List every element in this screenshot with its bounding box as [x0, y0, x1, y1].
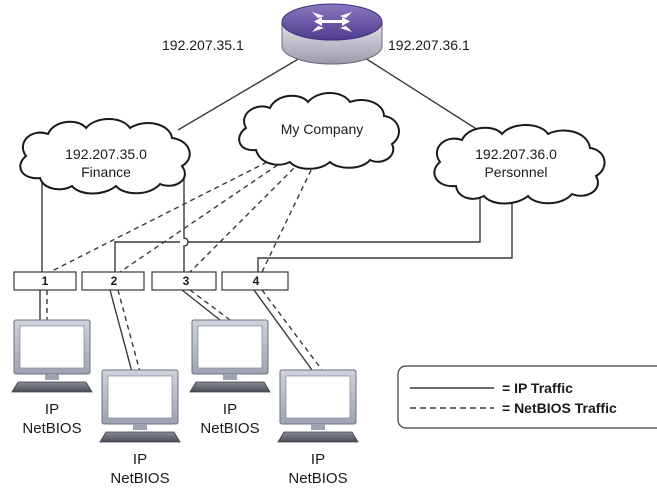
- keyboard-icon: [189, 381, 271, 393]
- monitor-icon: [13, 319, 91, 380]
- monitor-icon: [279, 369, 357, 430]
- port-4[interactable]: 4: [221, 271, 289, 291]
- company-port3-nb: [189, 161, 301, 273]
- computer-4-line2: NetBIOS: [288, 470, 347, 487]
- computer-2-line1: IP: [133, 451, 147, 468]
- router-personnel-link: [364, 57, 479, 131]
- company-port2-nb: [119, 159, 286, 273]
- p4-pc4-ip: [253, 289, 313, 371]
- computer-3-line2: NetBIOS: [200, 420, 259, 437]
- finance-port3-link: [183, 178, 189, 272]
- personnel-cloud[interactable]: 192.207.36.0 Personnel: [433, 124, 606, 205]
- personnel-port2-link: [114, 190, 481, 272]
- port-2[interactable]: 2: [81, 271, 145, 291]
- p3-pc3-ip: [181, 289, 221, 321]
- finance-cloud-ip: 192.207.35.0: [65, 146, 147, 162]
- router-right-ip: 192.207.36.1: [388, 37, 470, 53]
- personnel-cloud-ip: 192.207.36.0: [475, 146, 557, 162]
- computer-4-line1: IP: [311, 451, 325, 468]
- company-port1-nb: [49, 157, 276, 273]
- keyboard-icon: [277, 431, 359, 443]
- p2-pc2-ip: [109, 289, 133, 373]
- computer-3[interactable]: IP NetBIOS: [189, 319, 271, 437]
- computer-1[interactable]: IP NetBIOS: [11, 319, 93, 437]
- p3-pc3-nb: [189, 289, 231, 321]
- switch-ports: 1 2 3 4: [13, 271, 289, 291]
- personnel-port4-link: [257, 190, 513, 272]
- computer-1-line1: IP: [45, 401, 59, 418]
- company-cloud-name: My Company: [281, 121, 363, 137]
- port-3[interactable]: 3: [151, 271, 217, 291]
- keyboard-icon: [11, 381, 93, 393]
- finance-cloud[interactable]: 192.207.35.0 Finance: [19, 118, 191, 195]
- company-port4-nb: [261, 161, 316, 273]
- port-1-label: 1: [42, 274, 49, 288]
- router-icon[interactable]: [281, 3, 383, 65]
- monitor-icon: [191, 319, 269, 380]
- computer-3-line1: IP: [223, 401, 237, 418]
- connections: [39, 57, 513, 373]
- legend-ip-label: = IP Traffic: [502, 380, 573, 396]
- computer-4[interactable]: IP NetBIOS: [277, 369, 359, 487]
- monitor-icon: [101, 369, 179, 430]
- legend: = IP Traffic = NetBIOS Traffic: [397, 365, 657, 429]
- personnel-cloud-name: Personnel: [484, 164, 547, 180]
- port-2-label: 2: [111, 274, 118, 288]
- router-finance-link: [177, 57, 301, 131]
- company-cloud[interactable]: My Company: [238, 92, 400, 170]
- legend-netbios-label: = NetBIOS Traffic: [502, 400, 617, 416]
- port-1[interactable]: 1: [13, 271, 77, 291]
- finance-cloud-name: Finance: [81, 164, 131, 180]
- port-4-label: 4: [253, 274, 260, 288]
- router-left-ip: 192.207.35.1: [162, 37, 244, 53]
- port-3-label: 3: [183, 274, 190, 288]
- computer-1-line2: NetBIOS: [22, 420, 81, 437]
- keyboard-icon: [99, 431, 181, 443]
- p4-pc4-nb: [261, 289, 323, 371]
- computer-2-line2: NetBIOS: [110, 470, 169, 487]
- computer-2[interactable]: IP NetBIOS: [99, 369, 181, 487]
